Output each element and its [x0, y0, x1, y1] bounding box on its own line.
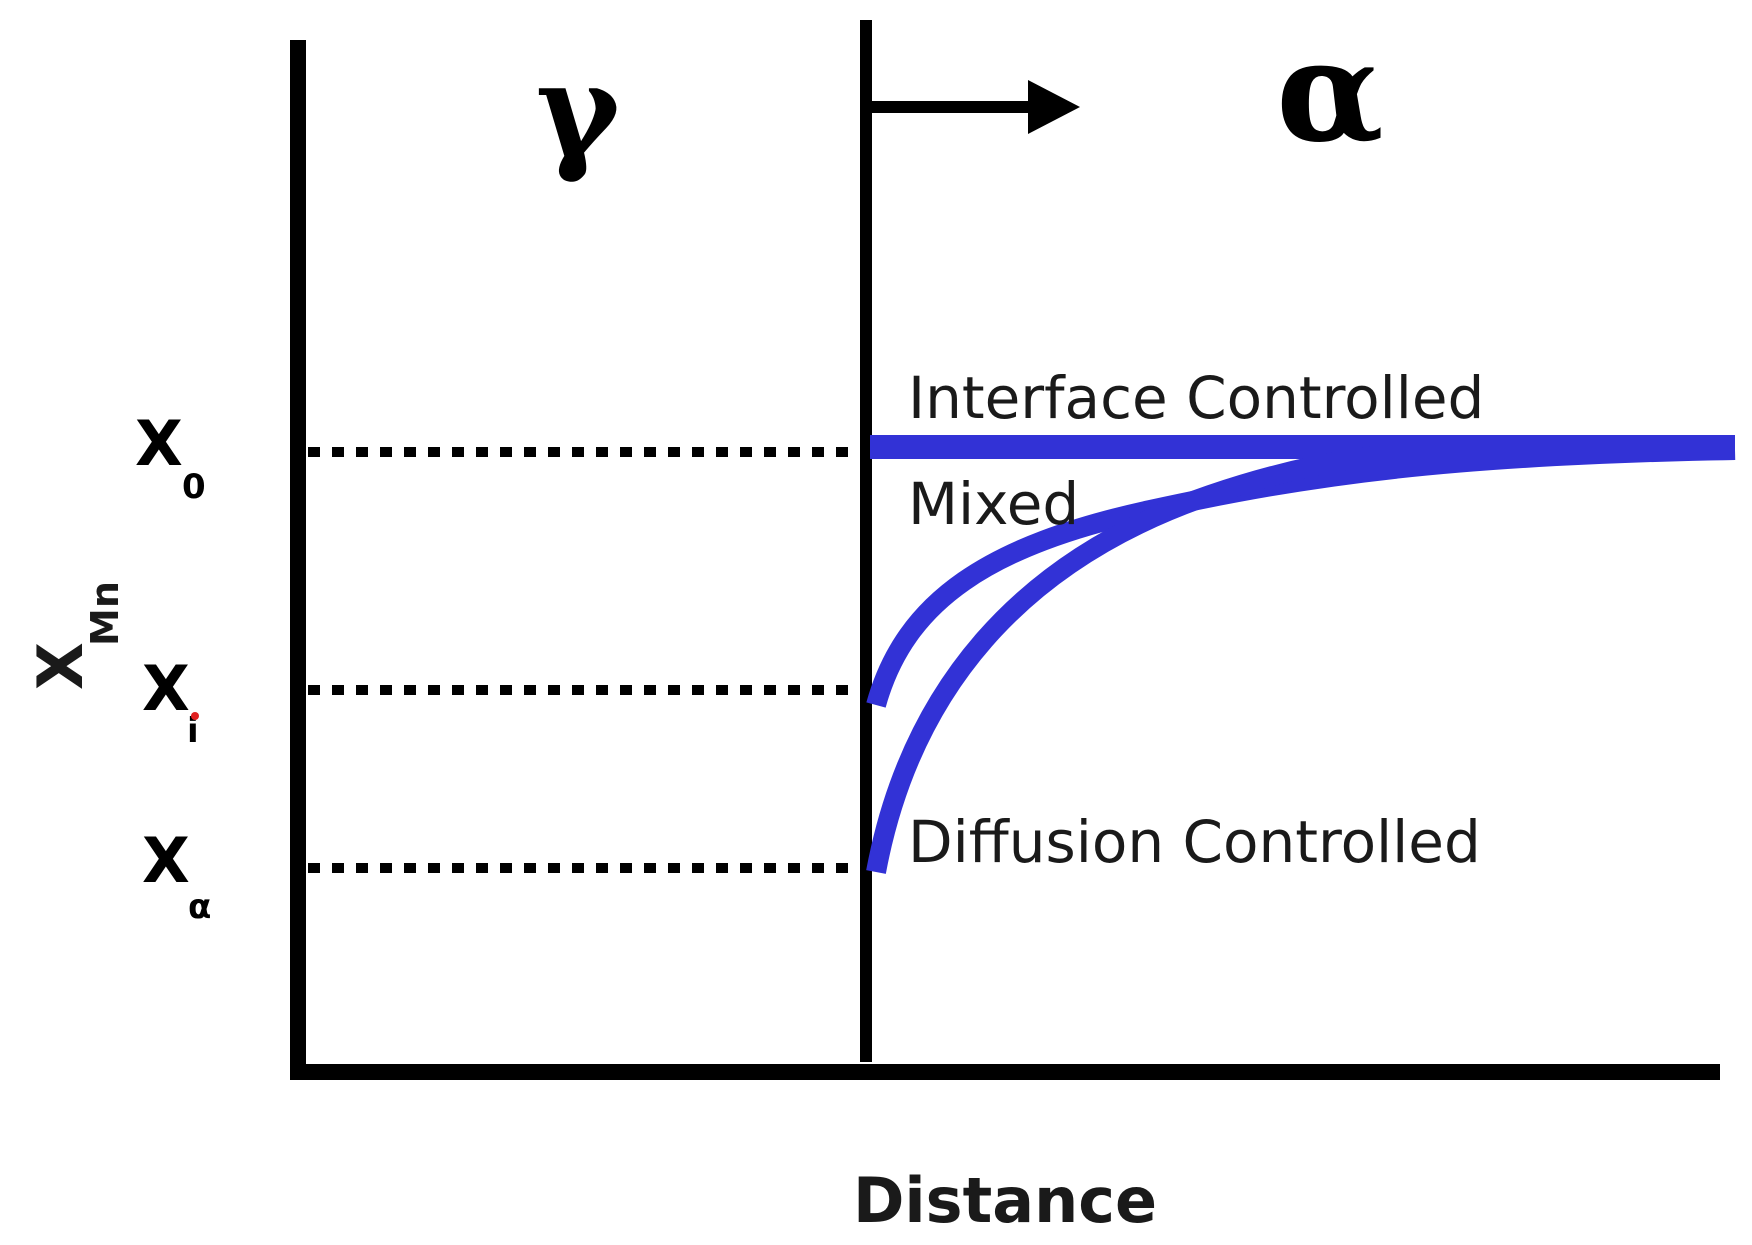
svg-text:α: α [188, 887, 211, 927]
svg-text:X: X [142, 824, 190, 897]
level-label-x0: X 0 [135, 407, 206, 507]
sub-i-marker [191, 712, 199, 720]
level-label-xi: X i [142, 652, 199, 751]
level-label-xalpha: X α [142, 824, 211, 927]
svg-text:X: X [142, 652, 190, 725]
label-mixed: Mixed [908, 470, 1079, 538]
phase-label-gamma: γ [536, 36, 622, 186]
label-diffusion-controlled: Diffusion Controlled [908, 808, 1481, 876]
profile-diffusion-controlled [866, 437, 1736, 874]
phase-label-alpha: α [1276, 10, 1384, 174]
svg-text:X: X [24, 642, 97, 690]
y-axis-title: X Mn [24, 581, 127, 690]
svg-text:Mn: Mn [83, 581, 127, 646]
svg-text:i: i [187, 711, 199, 751]
label-interface-controlled: Interface Controlled [908, 364, 1484, 432]
svg-text:0: 0 [182, 467, 206, 507]
x-axis-title: Distance [853, 1164, 1157, 1237]
interface-migration-arrow [866, 80, 1080, 134]
svg-text:X: X [135, 407, 183, 480]
